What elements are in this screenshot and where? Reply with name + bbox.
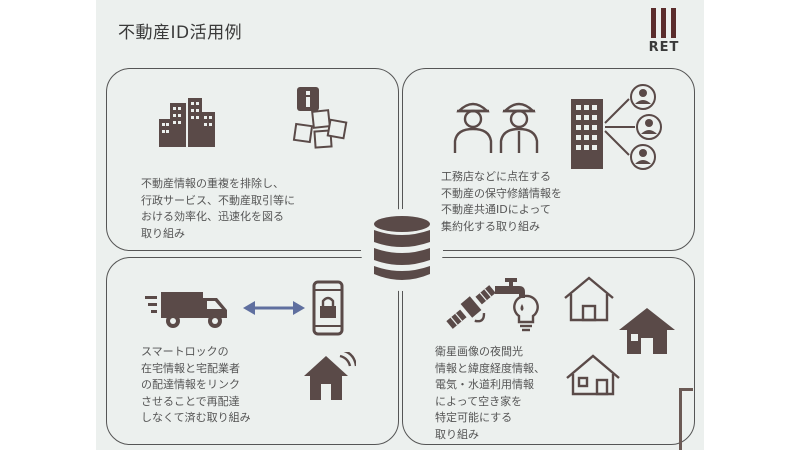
satellite-icon bbox=[446, 285, 496, 329]
delivery-truck-icon bbox=[145, 292, 227, 328]
building-network-icon bbox=[571, 84, 662, 170]
card-deduplication: 不動産情報の重複を排除し、 行政サービス、不動産取引等に おける効率化、迅速化を… bbox=[106, 68, 399, 251]
info-documents-icon bbox=[292, 87, 348, 149]
corner-decoration bbox=[679, 388, 693, 450]
logo-bar bbox=[671, 8, 676, 38]
smartphone-lock-icon bbox=[312, 280, 344, 336]
workers-icon bbox=[453, 102, 539, 153]
card-text: スマートロックの 在宅情報と宅配業者 の配達情報をリンク させることで再配達 し… bbox=[141, 345, 251, 424]
buildings-icon bbox=[159, 98, 215, 147]
ret-logo: RET bbox=[644, 8, 684, 55]
slide: 不動産ID活用例 RET bbox=[96, 0, 704, 450]
logo-bar bbox=[661, 8, 666, 38]
faucet-icon bbox=[495, 278, 525, 311]
houses-icon bbox=[564, 276, 675, 396]
slide-title: 不動産ID活用例 bbox=[118, 23, 243, 43]
card-text: 衛星画像の夜間光 情報と緯度経度情報、 電気・水道利用情報 によって空き家を 特… bbox=[435, 345, 545, 441]
card-maintenance: 工務店などに点在する 不動産の保守修繕情報を 不動産共通IDによって 集約化する… bbox=[402, 68, 695, 251]
logo-text: RET bbox=[648, 40, 680, 55]
card-text: 不動産情報の重複を排除し、 行政サービス、不動産取引等に おける効率化、迅速化を… bbox=[141, 177, 295, 240]
card-text: 工務店などに点在する 不動産の保守修繕情報を 不動産共通IDによって 集約化する… bbox=[441, 170, 562, 233]
card-vacant-house: 衛星画像の夜間光 情報と緯度経度情報、 電気・水道利用情報 によって空き家を 特… bbox=[402, 257, 695, 445]
double-arrow-icon bbox=[243, 301, 305, 315]
lightbulb-icon bbox=[513, 294, 539, 332]
logo-bar bbox=[651, 8, 656, 38]
smart-home-icon bbox=[304, 352, 356, 400]
card-delivery: スマートロックの 在宅情報と宅配業者 の配達情報をリンク させることで再配達 し… bbox=[106, 257, 399, 445]
database-icon bbox=[361, 209, 443, 291]
